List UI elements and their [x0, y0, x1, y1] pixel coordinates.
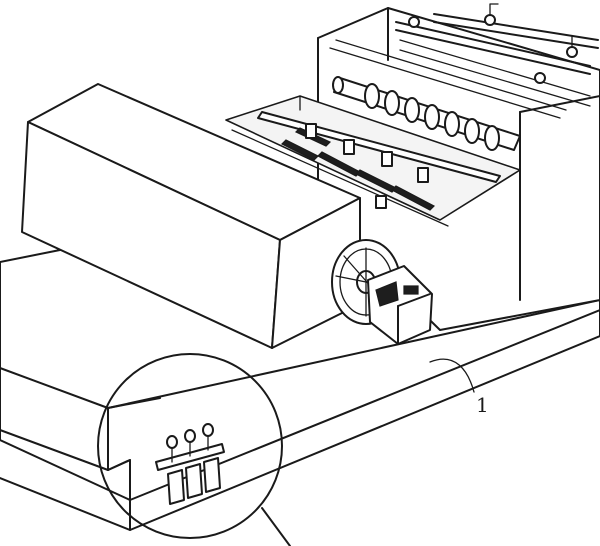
bolt-icon [534, 72, 546, 84]
bolt-icon [566, 46, 578, 58]
detail-bracket [155, 423, 225, 505]
reference-numeral: 1 [476, 393, 489, 417]
roller-shaft [332, 76, 521, 151]
blades [280, 127, 436, 211]
top-guide-rails [395, 3, 599, 107]
blade-clamps [305, 123, 429, 209]
main-housing [21, 83, 361, 349]
detail-callout [97, 353, 291, 546]
detail-circle [97, 353, 283, 539]
bolt-icon [408, 16, 420, 28]
drive-motor [367, 265, 433, 345]
reference-label-1: 1 [429, 358, 489, 417]
cutter-bed [225, 95, 521, 227]
bolt-icon [484, 14, 496, 26]
roller-discs [364, 83, 500, 151]
